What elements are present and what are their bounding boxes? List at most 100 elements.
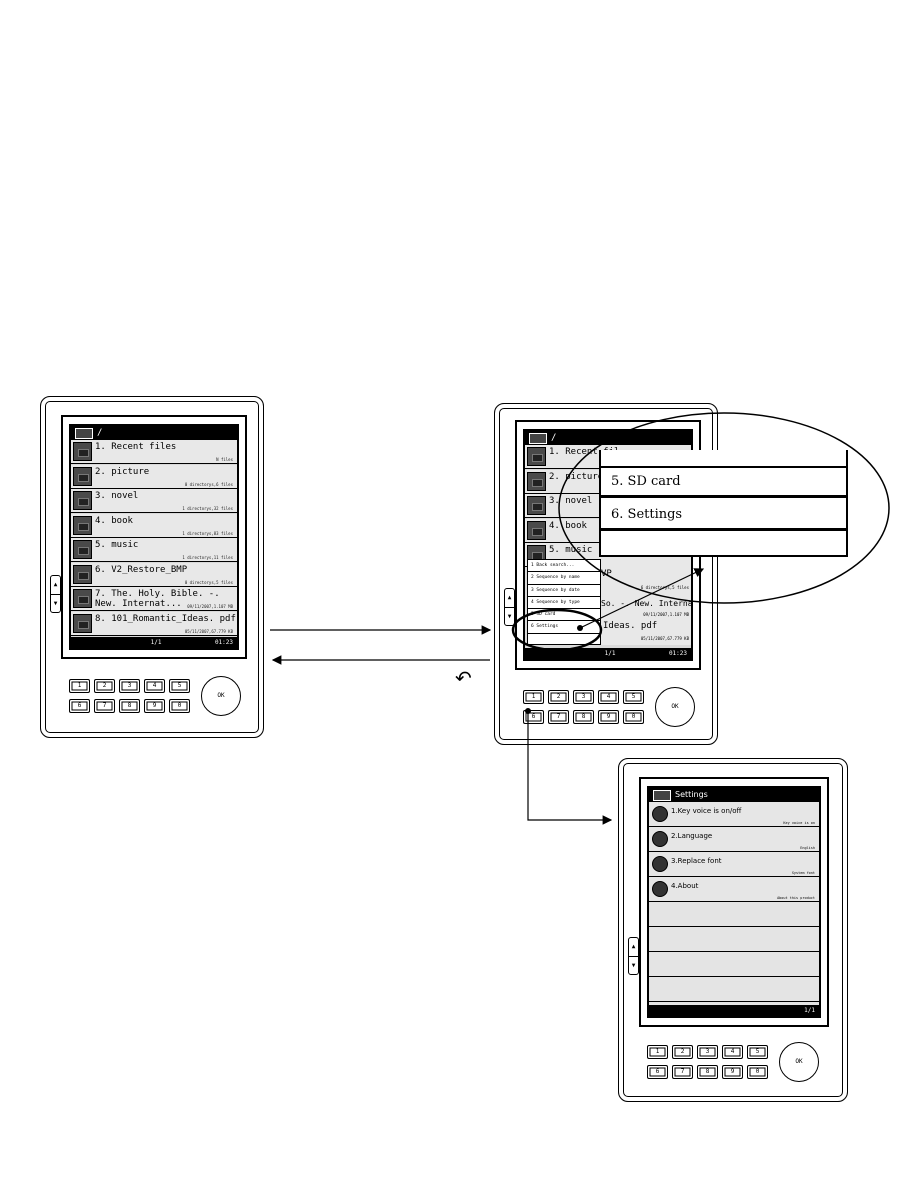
key-3-button[interactable]: 3	[573, 690, 594, 704]
key-1-button[interactable]: 1	[69, 679, 90, 693]
file-row[interactable]: 7. The. Holy. Bible. -. New. Internat...…	[71, 587, 237, 611]
key-7-button[interactable]: 7	[548, 710, 569, 724]
key-8-button[interactable]: 8	[573, 710, 594, 724]
key-1-button[interactable]: 1	[647, 1045, 668, 1059]
page-down-icon[interactable]: ▼	[507, 613, 512, 620]
key-7-button[interactable]: 7	[94, 699, 115, 713]
key-7-button[interactable]: 7	[672, 1065, 693, 1079]
key-4-button[interactable]: 4	[722, 1045, 743, 1059]
file-info: 1 directorys,83 files	[182, 530, 233, 536]
page-up-icon[interactable]: ▲	[51, 576, 60, 595]
file-name: 2. picture	[549, 471, 604, 482]
settings-item-icon	[652, 856, 668, 872]
key-9-button[interactable]: 9	[598, 710, 619, 724]
key-5-button[interactable]: 5	[169, 679, 190, 693]
settings-title-icon	[653, 790, 671, 801]
empty-settings-row	[649, 952, 819, 977]
key-8-button[interactable]: 8	[119, 699, 140, 713]
zoom-item-label: 6. Settings	[611, 507, 683, 522]
page-up-icon[interactable]: ▲	[505, 589, 514, 608]
settings-title-bar: Settings	[649, 788, 819, 802]
key-8-button[interactable]: 8	[697, 1065, 718, 1079]
file-name: 2. picture	[95, 466, 150, 477]
highlight-ellipse	[511, 608, 603, 652]
key-6-button[interactable]: 6	[69, 699, 90, 713]
key-5-button[interactable]: 5	[747, 1045, 768, 1059]
key-0-button[interactable]: 0	[623, 710, 644, 724]
file-name: 1. Recent files	[95, 442, 177, 452]
ok-back-button[interactable]: OK	[779, 1042, 819, 1082]
key-9-button[interactable]: 9	[144, 699, 165, 713]
key-4-button[interactable]: 4	[144, 679, 165, 693]
folder-icon	[73, 466, 92, 486]
folder-path-icon	[529, 433, 547, 444]
screen-title-bar: /	[71, 426, 237, 440]
settings-item-value: About this product	[777, 896, 815, 900]
folder-icon	[527, 471, 546, 491]
settings-item-value: English	[800, 846, 815, 850]
key-6-button[interactable]: 6	[647, 1065, 668, 1079]
back-icon: ↶	[455, 666, 472, 690]
key-1-button[interactable]: 1	[523, 690, 544, 704]
settings-item-label: 2.Language	[671, 832, 713, 840]
page-turn-buttons[interactable]: ▲▼	[628, 937, 639, 975]
key-2-button[interactable]: 2	[548, 690, 569, 704]
popup-menu-item[interactable]: 3 Sequence by date	[528, 585, 600, 597]
clock: 01:23	[668, 650, 687, 657]
key-5-button[interactable]: 5	[623, 690, 644, 704]
arrow-to-settings	[527, 711, 613, 825]
folder-icon	[73, 491, 92, 510]
popup-menu-item[interactable]: 6 Settings	[528, 621, 600, 634]
key-0-button[interactable]: 0	[747, 1065, 768, 1079]
key-4-button[interactable]: 4	[598, 690, 619, 704]
page-down-icon[interactable]: ▼	[53, 600, 58, 607]
file-row[interactable]: 1. Recent files N files	[71, 440, 237, 464]
zoom-ellipse	[558, 412, 890, 604]
folder-icon	[73, 442, 92, 461]
popup-menu-item[interactable]: 4 Sequence by type	[528, 597, 600, 610]
zoom-item-settings: 6. Settings	[601, 501, 846, 531]
ok-back-button[interactable]: OK	[201, 676, 241, 716]
empty-settings-row	[649, 927, 819, 952]
popup-menu-item[interactable]: 1 Back search...	[528, 560, 600, 573]
file-name: 1. Recent fil	[549, 447, 620, 457]
folder-icon	[73, 589, 92, 608]
key-9-button[interactable]: 9	[722, 1065, 743, 1079]
settings-item-value: Key voice is on	[783, 821, 815, 825]
popup-menu-item[interactable]: 2 Sequence by name	[528, 572, 600, 585]
path-text: /	[97, 428, 103, 438]
folder-icon	[73, 515, 92, 535]
path-text: /	[551, 433, 557, 443]
page-turn-buttons[interactable]: ▲▼	[50, 575, 61, 613]
page-up-icon[interactable]: ▲	[629, 938, 638, 957]
key-0-button[interactable]: 0	[169, 699, 190, 713]
file-info: N files	[216, 457, 233, 462]
popup-menu-item[interactable]: 5 SD card	[528, 609, 600, 622]
page-turn-buttons[interactable]: ▲▼	[504, 588, 515, 626]
key-2-button[interactable]: 2	[672, 1045, 693, 1059]
ok-back-button[interactable]: OK	[655, 687, 695, 727]
page-down-icon[interactable]: ▼	[631, 962, 636, 969]
key-2-button[interactable]: 2	[94, 679, 115, 693]
file-name: 4. book	[549, 520, 587, 531]
key-3-button[interactable]: 3	[119, 679, 140, 693]
folder-icon	[527, 496, 546, 515]
snippet: 09/11/2007,1.107 MB	[643, 612, 689, 617]
empty-settings-row	[649, 902, 819, 927]
key-3-button[interactable]: 3	[697, 1045, 718, 1059]
file-info: 09/11/2007,1.107 MB	[187, 604, 233, 609]
folder-icon	[73, 564, 92, 584]
screen-title-bar: /	[525, 431, 691, 445]
ok-label: OK	[795, 1058, 803, 1065]
